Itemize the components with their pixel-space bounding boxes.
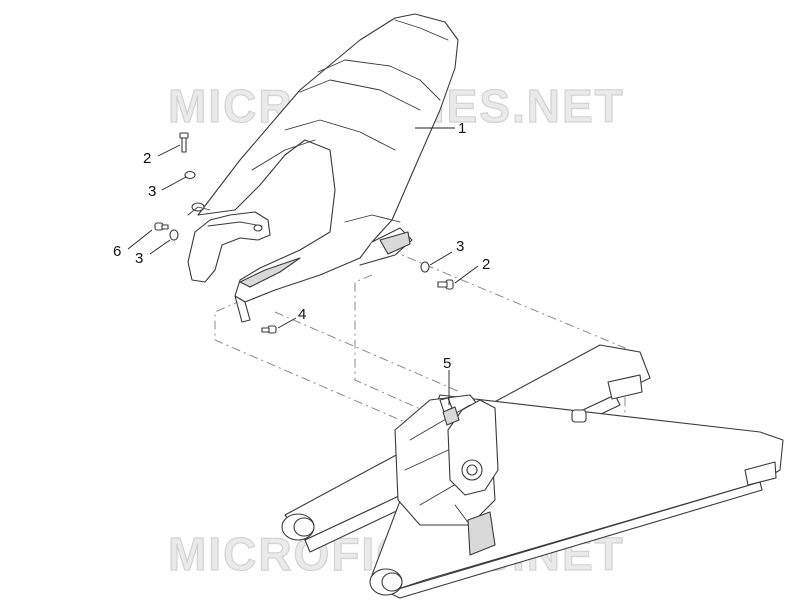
screw-2-left xyxy=(179,132,189,153)
bracket-nut xyxy=(442,406,460,426)
screw-2-right xyxy=(437,279,454,290)
washer-3-right xyxy=(420,261,430,273)
callout-5: 5 xyxy=(443,355,451,372)
screw-6 xyxy=(154,222,169,231)
callout-leaders xyxy=(127,127,479,405)
callout-4: 4 xyxy=(298,306,306,323)
rear-hugger xyxy=(197,13,459,323)
callout-6: 6 xyxy=(113,243,121,260)
callout-2-left: 2 xyxy=(143,150,151,167)
callout-3-left-top: 3 xyxy=(148,183,156,200)
side-bracket xyxy=(187,202,271,283)
washer-3-left-bottom xyxy=(169,229,179,241)
screw-4 xyxy=(261,325,277,334)
assembly-guide-lines xyxy=(214,249,626,436)
washer-3-left-top xyxy=(184,170,196,180)
callout-2-right: 2 xyxy=(482,256,490,273)
callout-3-left-bottom: 3 xyxy=(135,250,143,267)
callout-3-right: 3 xyxy=(456,238,464,255)
callout-1: 1 xyxy=(458,120,466,137)
swingarm xyxy=(281,344,784,599)
